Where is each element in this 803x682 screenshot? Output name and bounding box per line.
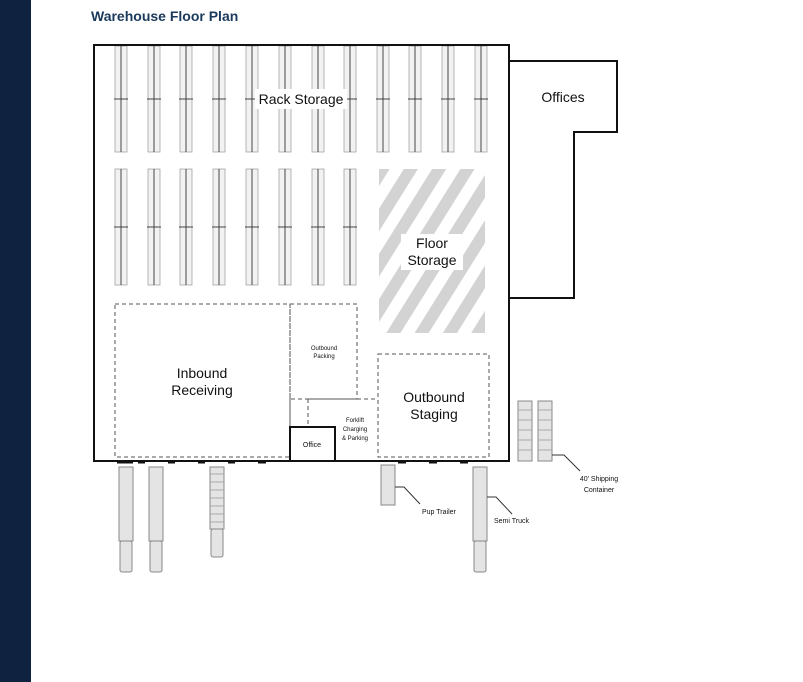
outbound-packing-label-1: Outbound: [311, 346, 337, 352]
rack: [245, 168, 259, 286]
rack: [376, 45, 390, 153]
semi-truck: [472, 466, 488, 573]
rack-rows: [114, 45, 488, 286]
rack: [147, 168, 161, 286]
inbound-receiving-label-1: Inbound: [177, 365, 228, 381]
forklift-label-3: & Parking: [342, 436, 368, 442]
semi-truck: [118, 466, 134, 573]
outbound-staging-zone: [377, 353, 490, 458]
inbound-receiving-label-2: Receiving: [171, 382, 232, 398]
container-label-1: 40' Shipping: [580, 476, 618, 483]
rack: [311, 168, 325, 286]
page-title: Warehouse Floor Plan: [91, 8, 239, 24]
semi-truck: [209, 466, 225, 558]
rack: [441, 45, 455, 153]
shipping-container: [517, 400, 533, 462]
floor-storage-label-1: Floor: [416, 235, 448, 251]
office-label: Office: [303, 442, 321, 449]
rack: [212, 168, 226, 286]
pup-trailer: [380, 464, 396, 506]
shipping-container: [537, 400, 553, 462]
semi-truck-leader: [487, 496, 513, 515]
rack: [179, 45, 193, 153]
sidebar: [0, 0, 31, 682]
pup-trailer-label: Pup Trailer: [422, 509, 457, 516]
pup-trailer-leader: [395, 486, 421, 505]
forklift-label-1: Forklift: [346, 418, 364, 424]
office-room: [289, 426, 336, 462]
rack: [278, 168, 292, 286]
rack: [114, 168, 128, 286]
rack: [114, 45, 128, 153]
container-leader: [552, 454, 581, 472]
rack: [212, 45, 226, 153]
floor-storage-label-2: Storage: [407, 252, 456, 268]
rack: [179, 168, 193, 286]
rack: [343, 168, 357, 286]
building-outline: [93, 44, 618, 462]
rack-label-bg: [255, 89, 347, 109]
floor-label-bg: [401, 234, 463, 270]
rack: [408, 45, 422, 153]
outbound-staging-label-1: Outbound: [403, 389, 465, 405]
outbound-staging-label-2: Staging: [410, 406, 457, 422]
inbound-receiving-zone: [114, 303, 291, 458]
rack: [147, 45, 161, 153]
container-ribs: [210, 409, 552, 523]
rack: [474, 45, 488, 153]
forklift-label-2: Charging: [343, 427, 367, 433]
outbound-packing-label-2: Packing: [313, 354, 334, 360]
semi-truck-label: Semi Truck: [494, 518, 530, 525]
outbound-packing-zone: [289, 303, 358, 400]
container-label-2: Container: [584, 487, 615, 494]
rack-storage-label: Rack Storage: [259, 91, 344, 107]
semi-truck: [148, 466, 164, 573]
offices-label: Offices: [541, 89, 584, 105]
